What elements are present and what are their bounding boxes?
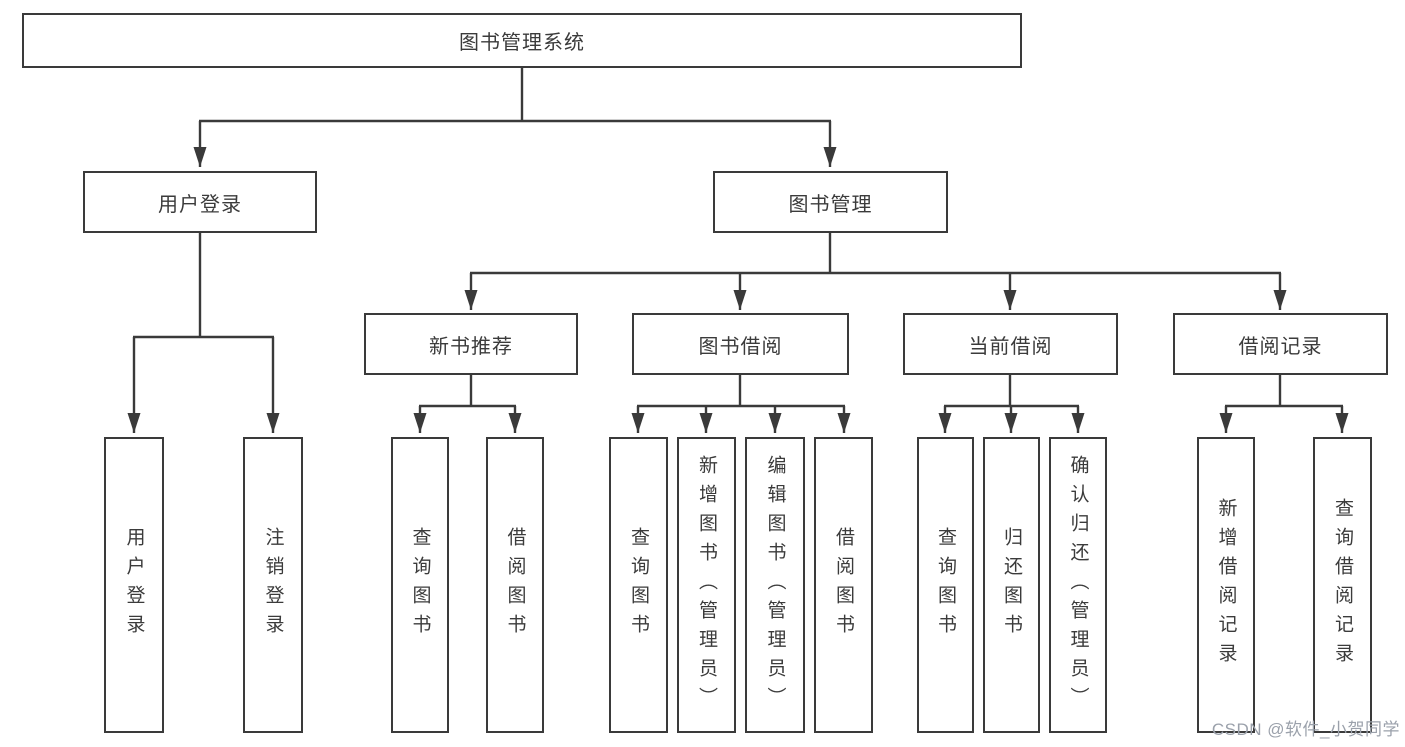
node-label: 借阅图书 [504,527,526,643]
node-label: 借阅图书 [833,527,854,643]
user-login-subtree-connectors [127,233,280,433]
leaf-add-books-admin: 新增图书（管理员） [677,437,736,733]
node-book-borrow: 图书借阅 [632,313,849,375]
node-label: 用户登录 [158,193,242,216]
node-label: 借阅记录 [1238,335,1323,358]
node-label: 查询图书 [935,527,956,643]
node-label: 新增图书（管理员） [696,454,717,716]
node-label: 图书借阅 [698,335,783,358]
node-label: 注销登录 [262,527,284,643]
book-mgmt-split-connectors [464,233,1287,310]
leaf-borrow-books: 借阅图书 [814,437,873,733]
leaf-edit-books-admin: 编辑图书（管理员） [745,437,805,733]
node-book-management: 图书管理 [713,171,948,233]
leaf-logout: 注销登录 [243,437,303,733]
node-system-root: 图书管理系统 [22,13,1022,68]
leaf-borrow-books-recommend: 借阅图书 [486,437,544,733]
node-label: 确认归还（管理员） [1067,454,1089,716]
node-label: 查询图书 [628,527,649,643]
leaf-return-books: 归还图书 [983,437,1040,733]
leaf-query-books-borrow: 查询图书 [609,437,668,733]
node-current-borrow: 当前借阅 [903,313,1118,375]
csdn-watermark: CSDN @软件_小贺同学 [1211,720,1400,739]
node-borrow-records: 借阅记录 [1173,313,1388,375]
leaf-query-borrow-record: 查询借阅记录 [1313,437,1372,733]
node-label: 当前借阅 [968,335,1053,358]
node-label: 归还图书 [1001,527,1022,643]
book-borrow-subtree-connectors [631,375,851,433]
leaf-query-books-recommend: 查询图书 [391,437,449,733]
leaf-add-borrow-record: 新增借阅记录 [1197,437,1255,733]
leaf-confirm-return-admin: 确认归还（管理员） [1049,437,1107,733]
node-label: 用户登录 [123,527,145,643]
borrow-records-subtree-connectors [1219,375,1349,433]
node-user-login: 用户登录 [83,171,317,233]
node-label: 查询借阅记录 [1332,498,1353,672]
current-borrow-subtree-connectors [938,375,1085,433]
node-new-book-recommend: 新书推荐 [364,313,578,375]
root-split-connectors [193,68,837,167]
node-label: 查询图书 [409,527,431,643]
node-label: 新书推荐 [429,335,513,358]
node-label: 图书管理 [788,193,873,216]
leaf-user-login: 用户登录 [104,437,164,733]
node-label: 图书管理系统 [459,32,585,54]
node-label: 新增借阅记录 [1215,498,1237,672]
leaf-query-books-current: 查询图书 [917,437,974,733]
new-books-subtree-connectors [413,375,522,433]
node-label: 编辑图书（管理员） [764,454,786,716]
